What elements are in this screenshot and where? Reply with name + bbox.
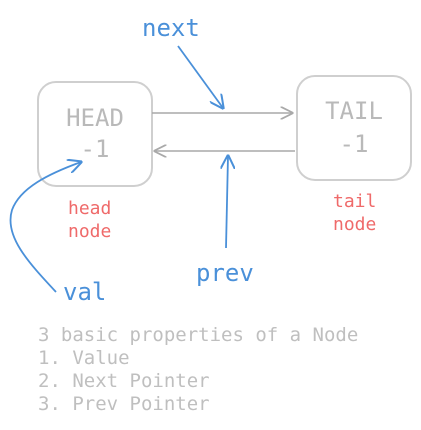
tail-node-value: -1 — [340, 130, 369, 158]
val-label: val — [63, 278, 106, 306]
notes-item-2: 2. Next Pointer — [38, 370, 210, 392]
head-node-value: -1 — [81, 135, 110, 163]
head-node-caption-line2: node — [68, 221, 111, 242]
tail-node-caption-line1: tail — [333, 191, 376, 212]
head-node-box — [37, 81, 153, 187]
next-pointer-arrow — [177, 45, 223, 108]
notes-item-1: 1. Value — [38, 347, 130, 369]
tail-node-box — [296, 75, 412, 181]
val-pointer-arrow — [9, 162, 81, 293]
tail-node-caption-line2: node — [333, 214, 376, 235]
tail-node-title: TAIL — [325, 97, 383, 125]
prev-label: prev — [196, 259, 254, 287]
head-node-caption-line1: head — [68, 198, 111, 219]
node-properties-notes: 3 basic properties of a Node 1. Value 2.… — [38, 324, 408, 416]
notes-item-3: 3. Prev Pointer — [38, 393, 210, 415]
head-node-title: HEAD — [66, 104, 124, 132]
prev-pointer-arrow — [226, 156, 228, 249]
next-label: next — [142, 14, 200, 42]
notes-title: 3 basic properties of a Node — [38, 324, 359, 346]
